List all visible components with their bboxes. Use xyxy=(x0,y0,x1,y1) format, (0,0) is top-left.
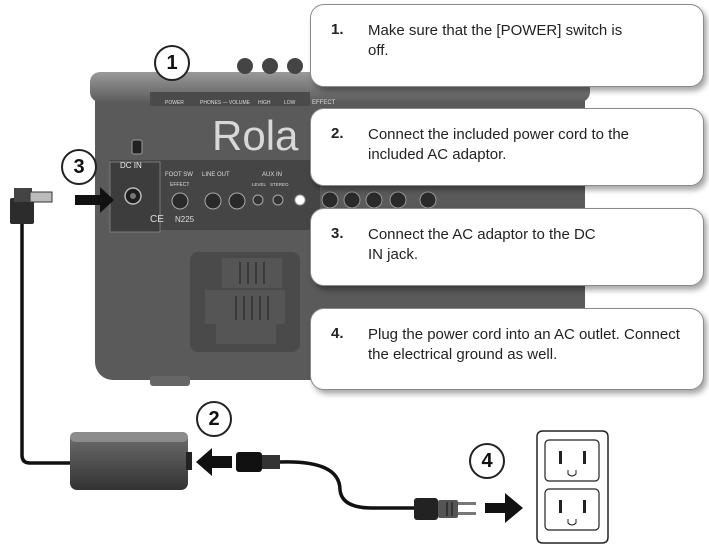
power-cord-connector xyxy=(236,452,280,472)
arrow-to-dc-in xyxy=(75,187,114,213)
wall-plug xyxy=(414,498,476,520)
low-label: LOW xyxy=(284,100,296,106)
aux-r-jack[interactable] xyxy=(294,194,306,206)
foot-sw-label: FOOT SW xyxy=(165,172,193,178)
aux-level-knob[interactable] xyxy=(252,194,264,206)
step-callout-4: 4. Plug the power cord into an AC outlet… xyxy=(310,308,704,390)
step-text: Connect the AC adaptor to the DC IN jack… xyxy=(368,226,596,263)
effect-tab-label: EFFECT xyxy=(312,100,336,106)
step-text: Make sure that the [POWER] switch is off… xyxy=(368,22,623,59)
step-text: Plug the power cord into an AC outlet. C… xyxy=(368,326,680,363)
step-callout-2: 2. Connect the included power cord to th… xyxy=(310,108,704,186)
step-marker-2: 2 xyxy=(196,401,232,437)
phones-volume-label: PHONES — VOLUME xyxy=(200,100,251,106)
step-number: 2. xyxy=(331,125,344,142)
amp-foot-left xyxy=(150,376,190,386)
ac-adaptor xyxy=(70,432,192,490)
dc-plug xyxy=(10,188,53,224)
step-marker-1: 1 xyxy=(154,45,190,81)
aux-stereo-jack[interactable] xyxy=(272,194,284,206)
step-number: 3. xyxy=(331,225,344,242)
dc-in-label: DC IN xyxy=(120,161,142,170)
power-switch[interactable] xyxy=(131,139,143,155)
cert-code: N225 xyxy=(175,215,195,224)
ce-mark: CE xyxy=(150,214,164,225)
arrow-to-adaptor xyxy=(196,448,232,476)
high-label: HIGH xyxy=(258,100,271,106)
line-out-label: LINE OUT xyxy=(202,172,230,178)
step-callout-3: 3. Connect the AC adaptor to the DC IN j… xyxy=(310,208,704,286)
stereo-label: STEREO xyxy=(270,182,289,187)
top-control-knobs xyxy=(237,58,303,74)
step-number: 4. xyxy=(331,325,344,342)
step-number: 1. xyxy=(331,21,344,38)
adaptor-output-cord xyxy=(20,222,75,465)
line-out-l-jack[interactable] xyxy=(228,192,246,210)
foot-sw-jack[interactable] xyxy=(171,192,189,210)
step-text: Connect the included power cord to the i… xyxy=(368,126,629,163)
dc-in-area xyxy=(109,161,161,233)
step-callout-1: 1. Make sure that the [POWER] switch is … xyxy=(310,4,704,87)
step-marker-3: 3 xyxy=(61,149,97,185)
aux-in-label: AUX IN xyxy=(262,172,282,178)
power-label: POWER xyxy=(165,100,184,106)
step-marker-4: 4 xyxy=(469,443,505,479)
power-cord xyxy=(279,460,418,510)
wall-outlet xyxy=(536,430,609,544)
effect-label: EFFECT xyxy=(170,182,189,188)
arrow-to-outlet xyxy=(485,493,523,523)
brand-logo: Rola xyxy=(212,112,299,159)
level-label: LEVEL xyxy=(252,182,267,187)
line-out-r-jack[interactable] xyxy=(204,192,222,210)
